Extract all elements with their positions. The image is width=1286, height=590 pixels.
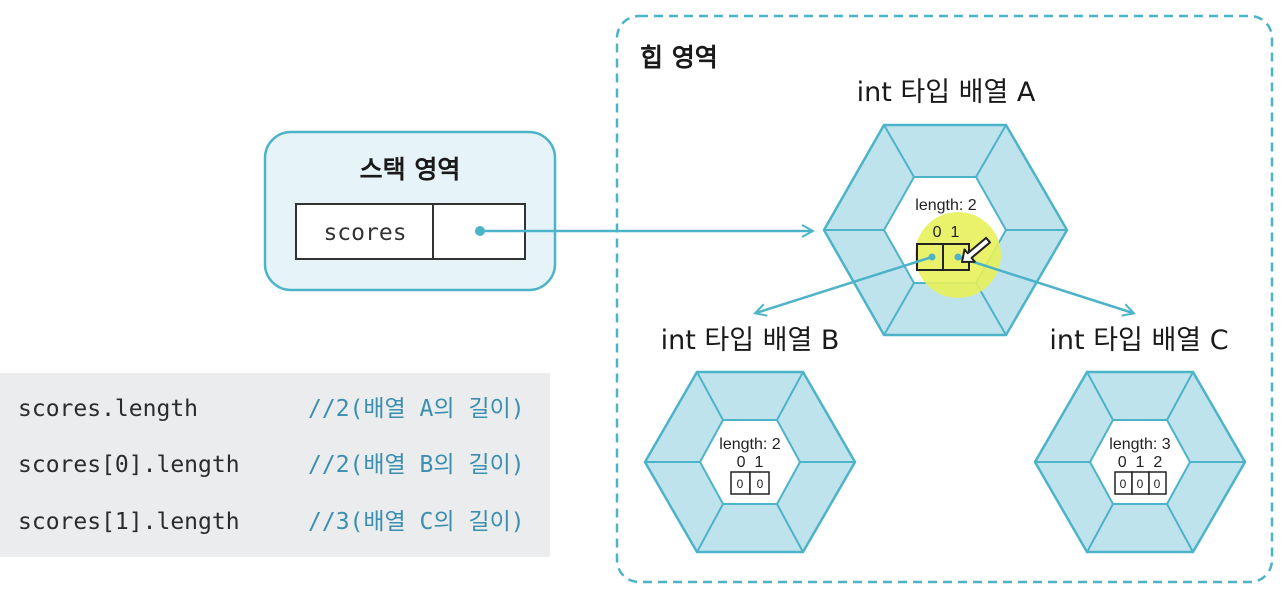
- heap-region: [615, 14, 1274, 584]
- code-expr-3: scores[1].length: [18, 509, 240, 535]
- array-b-indices: 0 1: [737, 454, 764, 471]
- code-comment-2: //2(배열 B의 길이): [308, 452, 525, 478]
- code-line-1: scores.length //2(배열 A의 길이): [18, 389, 525, 429]
- array-c-indices: 0 1 2: [1118, 454, 1163, 471]
- heap-title: 힙 영역: [640, 43, 718, 72]
- stack-title: 스택 영역: [360, 155, 461, 184]
- array-b-length: length: 2: [719, 436, 780, 453]
- code-comment-1: //2(배열 A의 길이): [308, 396, 525, 422]
- array-c-value-1: 0: [1137, 477, 1144, 491]
- code-expr-2: scores[0].length: [18, 452, 240, 478]
- array-c-title: int 타입 배열 C: [1049, 325, 1228, 356]
- array-a: int 타입 배열 A length: 2 0 1: [822, 77, 1069, 337]
- code-line-2: scores[0].length //2(배열 B의 길이): [18, 445, 525, 485]
- arrow-a-to-b: [756, 255, 933, 313]
- code-line-3: scores[1].length //3(배열 C의 길이): [18, 502, 525, 542]
- array-a-title: int 타입 배열 A: [857, 77, 1036, 108]
- array-c-value-2: 0: [1154, 477, 1161, 491]
- array-c: int 타입 배열 C length: 3 0 1 2 0 0 0: [1033, 325, 1247, 554]
- pointer-cursor-icon: [961, 236, 991, 263]
- array-b-value-0: 0: [737, 477, 744, 491]
- array-a-length: length: 2: [915, 197, 976, 214]
- code-expr-1: scores.length: [18, 396, 199, 422]
- array-b-value-1: 0: [757, 477, 764, 491]
- array-c-length: length: 3: [1109, 436, 1170, 453]
- code-comment-3: //3(배열 C의 길이): [308, 509, 525, 535]
- array-a-indices: 0 1: [933, 224, 960, 241]
- arrow-a-to-c: [957, 255, 1133, 313]
- array-b: int 타입 배열 B length: 2 0 1 0 0: [643, 325, 857, 554]
- array-c-value-0: 0: [1120, 477, 1127, 491]
- array-b-title: int 타입 배열 B: [661, 325, 840, 356]
- array-c-cell-2: [1148, 471, 1167, 495]
- stack-var-name: scores: [323, 220, 406, 246]
- array-b-cell-1: [749, 471, 770, 495]
- code-panel: scores.length //2(배열 A의 길이) scores[0].len…: [0, 373, 550, 557]
